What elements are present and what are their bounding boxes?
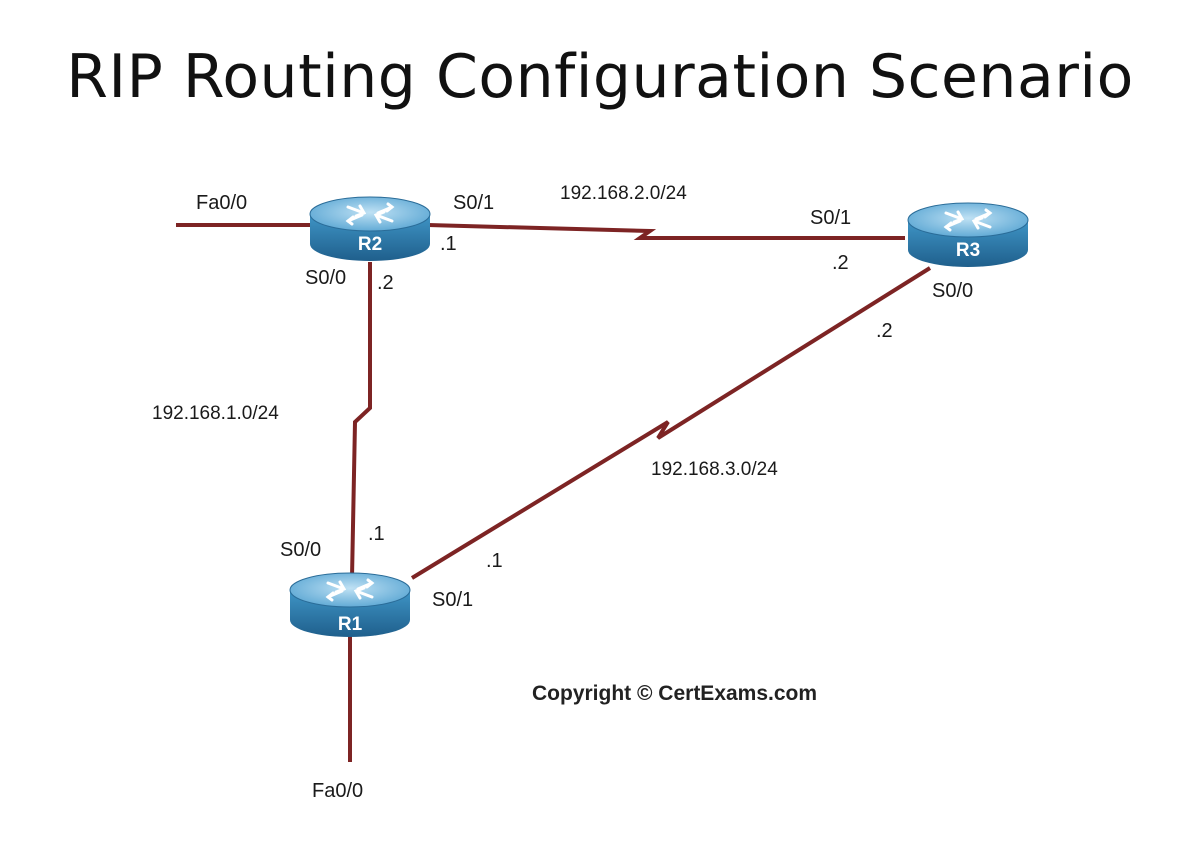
link-r2-r3 [427, 223, 905, 240]
r2-fa00-label: Fa0/0 [196, 192, 247, 214]
r1-s01-ip: .1 [486, 550, 503, 572]
r3-s00-ip: .2 [876, 320, 893, 342]
network-r1-r2-label: 192.168.1.0/24 [152, 403, 279, 424]
r1-s00-ip: .1 [368, 523, 385, 545]
router-r2-label: R2 [358, 234, 382, 255]
r2-s01-ip: .1 [440, 233, 457, 255]
network-r2-r3-label: 192.168.2.0/24 [560, 183, 687, 204]
router-r3[interactable]: R3 [906, 201, 1030, 269]
r1-fa00-label: Fa0/0 [312, 780, 363, 802]
router-r2[interactable]: R2 [308, 195, 432, 263]
network-r1-r3-label: 192.168.3.0/24 [651, 459, 778, 480]
r1-s01-label: S0/1 [432, 589, 473, 611]
r1-s00-label: S0/0 [280, 539, 321, 561]
router-r3-label: R3 [956, 240, 980, 261]
r2-s00-ip: .2 [377, 272, 394, 294]
page-title: RIP Routing Configuration Scenario [66, 42, 1134, 112]
r3-s01-ip: .2 [832, 252, 849, 274]
r2-s00-label: S0/0 [305, 267, 346, 289]
r3-s01-label: S0/1 [810, 207, 851, 229]
r3-s00-label: S0/0 [932, 280, 973, 302]
copyright-text: Copyright © CertExams.com [532, 682, 817, 705]
link-r1-r3 [410, 266, 932, 580]
router-r1-label: R1 [338, 614, 363, 635]
link-r1-r2 [350, 262, 372, 579]
router-r1[interactable]: R1 [288, 571, 412, 639]
r2-s01-label: S0/1 [453, 192, 494, 214]
